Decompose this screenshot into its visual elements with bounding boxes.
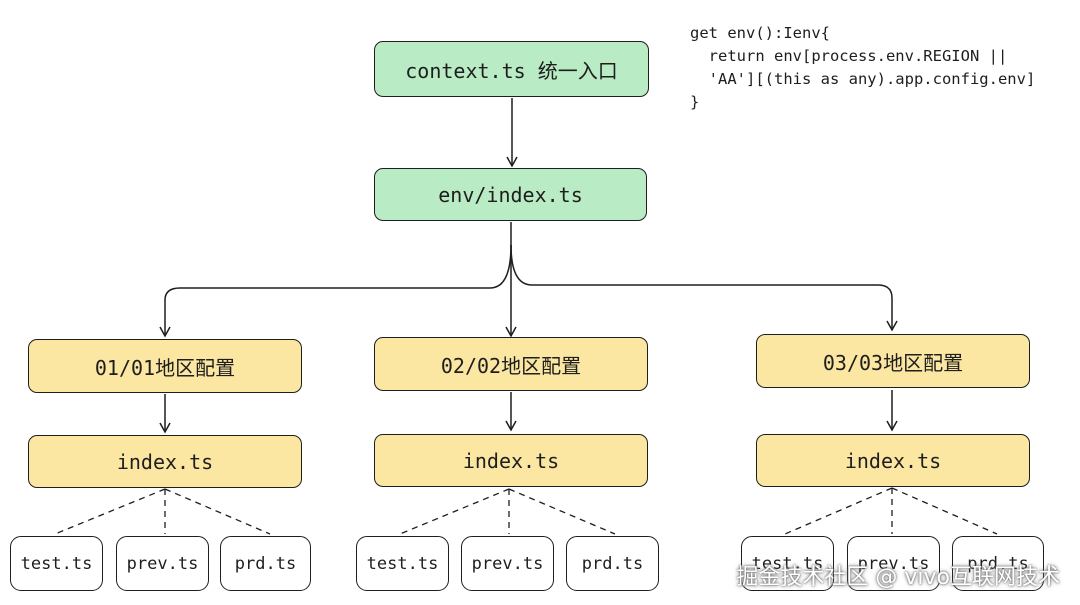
file-node-label: test.ts	[20, 553, 93, 574]
file-node-r2-prd: prd.ts	[566, 536, 659, 591]
region-index-2-label: index.ts	[462, 448, 560, 473]
file-node-label: prd.ts	[967, 553, 1029, 574]
file-node-label: prev.ts	[126, 553, 199, 574]
region-index-1: index.ts	[28, 435, 302, 488]
file-node-r2-test: test.ts	[356, 536, 449, 591]
file-node-r3-prev: prev.ts	[847, 536, 940, 591]
region-config-3: 03/03地区配置	[756, 334, 1030, 388]
file-node-r3-prd: prd.ts	[952, 536, 1044, 591]
file-node-label: prev.ts	[471, 553, 544, 574]
region-config-2: 02/02地区配置	[374, 337, 648, 391]
file-node-label: test.ts	[366, 553, 439, 574]
region-index-1-label: index.ts	[116, 449, 214, 474]
region-config-3-label: 03/03地区配置	[822, 350, 964, 375]
region-config-1: 01/01地区配置	[28, 339, 302, 393]
dash-index2-test	[399, 488, 510, 535]
dash-index1-prd	[164, 488, 271, 535]
env-node: env/index.ts	[374, 168, 647, 221]
file-node-r3-test: test.ts	[741, 536, 834, 591]
code-line: 'AA'][(this as any).app.config.env]	[690, 70, 1036, 88]
file-node-label: prd.ts	[581, 553, 644, 574]
dash-index1-test	[54, 488, 166, 535]
file-node-r1-prev: prev.ts	[116, 536, 209, 591]
file-node-r2-prev: prev.ts	[461, 536, 554, 591]
region-config-1-label: 01/01地区配置	[94, 355, 236, 380]
file-node-label: prev.ts	[857, 553, 930, 574]
code-snippet: get env():Ienv{ return env[process.env.R…	[690, 22, 1035, 114]
code-line: get env():Ienv{	[690, 24, 830, 42]
dash-index2-prd	[508, 488, 616, 535]
arrow-env-to-region-1	[159, 244, 512, 338]
entry-node-label: context.ts 统一入口	[405, 58, 618, 83]
env-node-label: env/index.ts	[438, 182, 583, 207]
code-line: }	[690, 93, 700, 111]
watermark: 掘金技术社区 @ vivo互联网技术	[736, 565, 1060, 590]
region-index-3: index.ts	[756, 434, 1030, 487]
region-config-2-label: 02/02地区配置	[440, 353, 582, 378]
region-index-2: index.ts	[374, 434, 648, 487]
file-node-r1-prd: prd.ts	[220, 536, 311, 591]
file-node-label: test.ts	[751, 553, 824, 574]
code-line: return env[process.env.REGION ||	[690, 47, 1008, 65]
region-index-3-label: index.ts	[844, 448, 942, 473]
dash-index3-test	[784, 487, 893, 535]
arrow-env-to-region-3	[510, 244, 898, 332]
file-node-r1-test: test.ts	[10, 536, 103, 591]
dash-index3-prd	[891, 487, 998, 535]
entry-node: context.ts 统一入口	[374, 41, 649, 97]
file-node-label: prd.ts	[234, 553, 297, 574]
